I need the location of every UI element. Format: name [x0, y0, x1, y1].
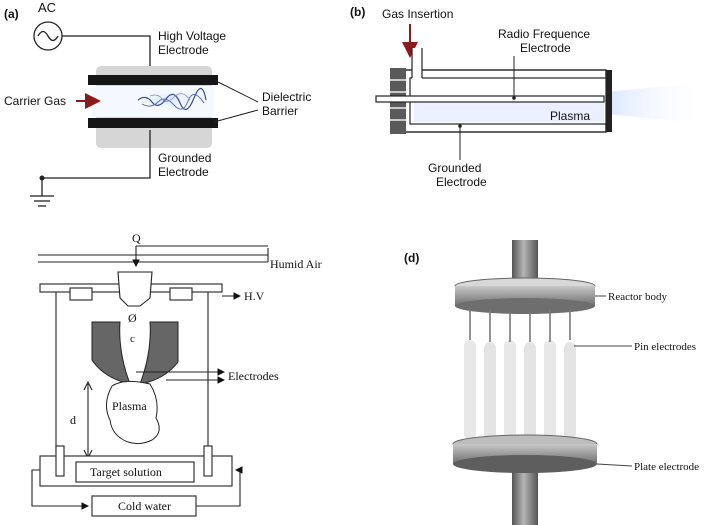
target-solution-label: Target solution	[90, 465, 162, 479]
rf-electrode-label-1: Radio Frequence	[498, 27, 590, 41]
grounded-leader-dot	[458, 124, 462, 128]
panel-d-tag: (d)	[404, 251, 419, 265]
ground-junction	[39, 175, 45, 181]
dielectric-leader-top	[213, 79, 259, 103]
left-clamp	[69, 287, 93, 301]
high-voltage-electrode	[88, 75, 218, 85]
left-post	[55, 445, 65, 477]
panel-c: Humid Air Q Ø H.V c Electrodes Plasma d	[31, 231, 322, 517]
hv-electrode-label-1: High Voltage	[158, 29, 226, 43]
panel-b: (b) Gas Insertion Radio Frequence Electr…	[350, 5, 706, 189]
pin-electrodes	[464, 308, 576, 440]
panel-a: (a) AC Carrier Gas High Voltage Electrod…	[4, 0, 311, 207]
c-label: c	[130, 333, 135, 345]
plate-electrode-label: Plate electrode	[634, 461, 699, 473]
plasma-plume	[606, 82, 706, 124]
plasma-b-label: Plasma	[550, 109, 590, 123]
filament-discharge-3	[149, 93, 191, 102]
d-label: d	[70, 413, 76, 427]
reactor-body-label: Reactor body	[608, 291, 667, 303]
panel-a-tag: (a)	[4, 7, 19, 21]
grounded-electrode-label-1: Grounded	[158, 151, 211, 165]
rf-electrode-rod	[375, 95, 605, 103]
right-electrode	[139, 321, 179, 385]
right-post	[203, 445, 213, 477]
gas-inlet	[412, 48, 422, 80]
right-clamp	[169, 287, 193, 301]
ac-label: AC	[38, 0, 56, 15]
reactor-body-bottom	[455, 298, 595, 314]
tube-end-cap	[606, 70, 612, 132]
hv-label: H.V	[244, 289, 265, 303]
grounded-electrode	[88, 118, 218, 128]
top-shaft	[512, 240, 538, 282]
sine-wave-icon	[37, 30, 59, 42]
target-solution-box	[75, 461, 195, 483]
pin-electrodes-label: Pin electrodes	[634, 341, 696, 353]
filament-discharge-2	[141, 94, 205, 110]
grounded-b-label-2: Electrode	[436, 175, 487, 189]
plate-electrode-bottom	[453, 455, 597, 473]
cold-water-inlet	[31, 469, 90, 510]
electrodes-label: Electrodes	[228, 369, 279, 383]
ground-symbol-icon	[30, 195, 54, 207]
hv-wire	[62, 35, 151, 72]
dielectric-leader-bottom	[213, 109, 259, 123]
left-electrode	[91, 321, 131, 385]
nozzle	[117, 271, 153, 307]
plasma-region	[414, 100, 604, 122]
panel-d: (d)	[404, 240, 699, 525]
plasma-c-label: Plasma	[112, 399, 147, 413]
carrier-gas-label: Carrier Gas	[4, 94, 66, 108]
hv-electrode-label-2: Electrode	[158, 43, 209, 57]
flange-ribs	[390, 79, 406, 121]
ground-wire	[41, 130, 151, 196]
grounded-electrode-label-2: Electrode	[158, 165, 209, 179]
cold-water-return	[196, 466, 243, 507]
dielectric-label-1: Dielectric	[262, 90, 311, 104]
panel-b-tag: (b)	[350, 5, 365, 19]
gas-insertion-label: Gas Insertion	[382, 7, 453, 21]
rf-leader-dot	[512, 96, 516, 100]
humid-air-label: Humid Air	[270, 257, 322, 271]
discharge-columns	[464, 340, 576, 440]
q-label: Q	[132, 231, 141, 245]
cold-water-label: Cold water	[118, 499, 171, 513]
plate-electrode-leader	[596, 463, 633, 467]
grounded-b-label-1: Grounded	[428, 161, 481, 175]
dielectric-label-2: Barrier	[262, 104, 298, 118]
bottom-shaft	[512, 470, 538, 525]
plasma-c-blob	[106, 380, 160, 445]
d-arrow-top	[83, 380, 93, 391]
rf-electrode-label-2: Electrode	[520, 41, 571, 55]
phi-label: Ø	[128, 311, 137, 325]
